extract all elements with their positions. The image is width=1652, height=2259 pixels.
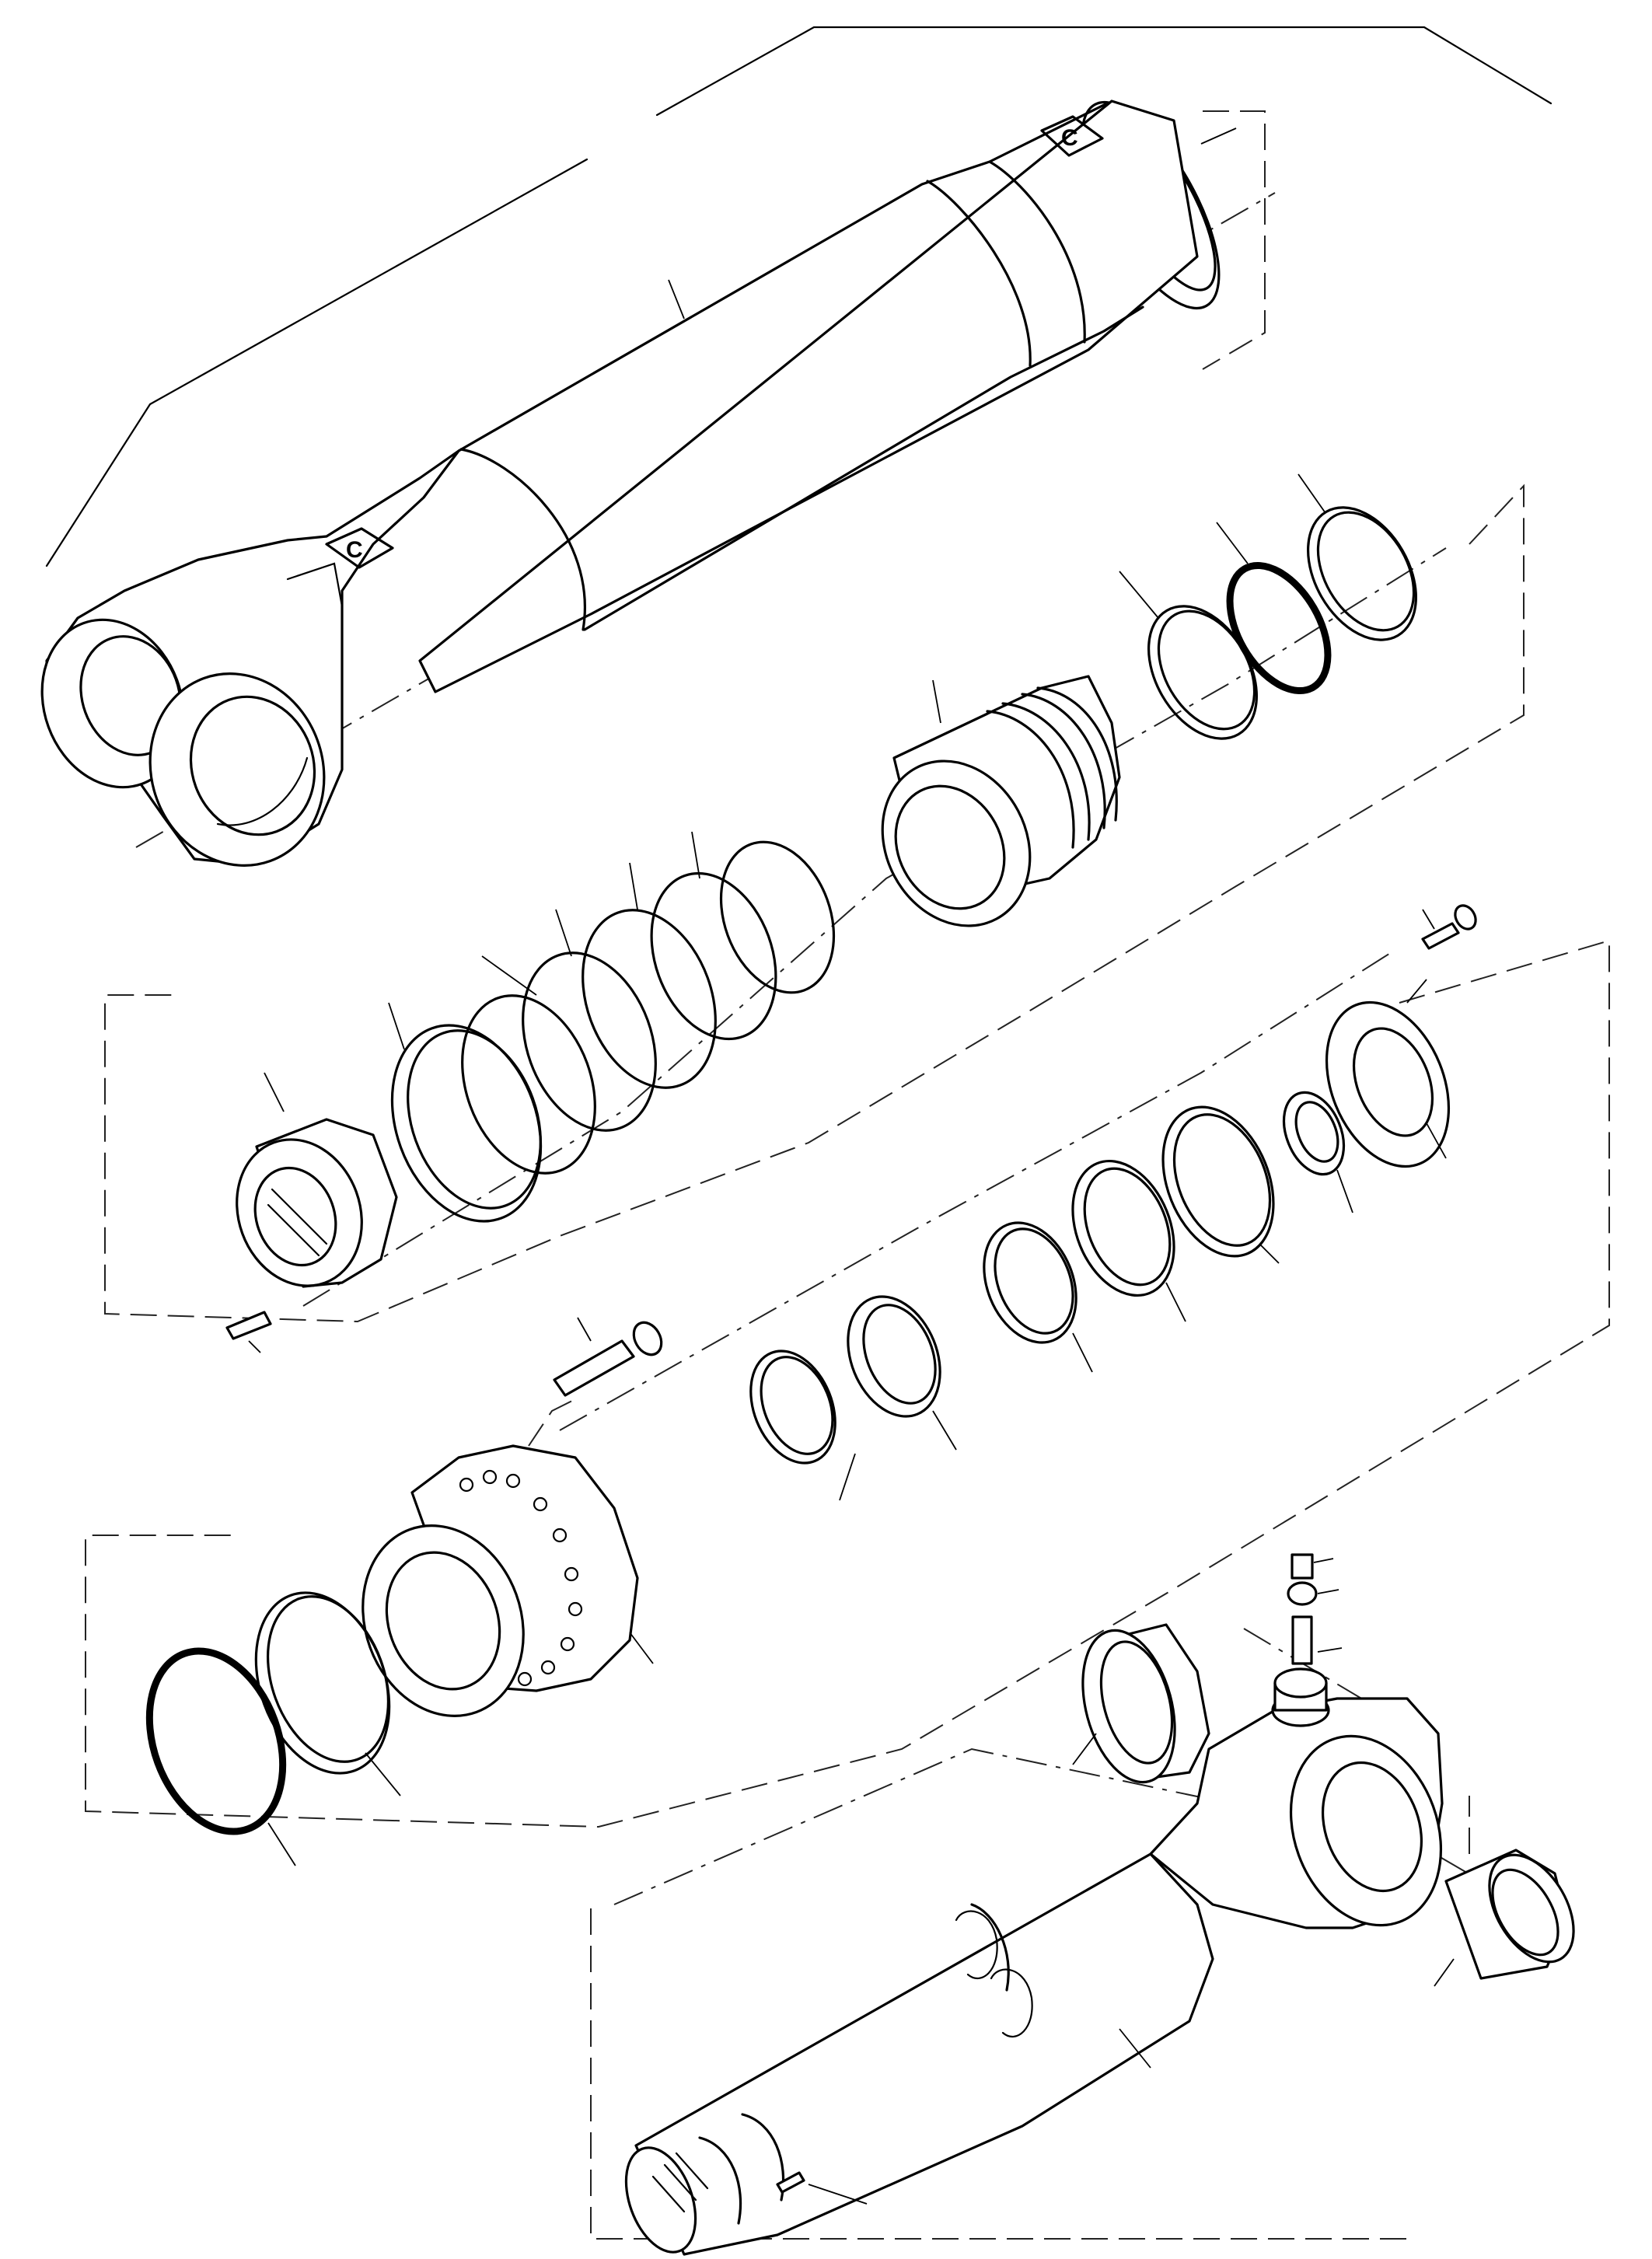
cylinder-barrel-clevis: C: [40, 449, 460, 867]
upper-boundary-lines: [45, 26, 1552, 567]
flange-screw: [1421, 904, 1477, 950]
head-bolt: [553, 1321, 663, 1397]
leaders-group-4: [808, 1558, 1455, 2205]
piston-seal-ring-3: [1307, 506, 1417, 641]
group-cylinder-barrel: [135, 110, 1276, 848]
head-flange: [1325, 1000, 1451, 1168]
rod-eye: [1149, 1697, 1444, 1929]
set-screw: [225, 1311, 272, 1340]
piston-seal-ring-2: [1226, 561, 1332, 695]
rod-eye-bushing-left: [1081, 1623, 1210, 1784]
svg-text:C: C: [1061, 125, 1078, 151]
head-rings-row: [749, 1091, 1346, 1465]
leaders-group-2: [248, 473, 1326, 1353]
leaders-group-3: [267, 909, 1447, 1866]
piston-nut: [236, 1118, 398, 1288]
stamp-plate-clevis: C: [325, 527, 394, 569]
leaders-group-1: [668, 127, 1237, 319]
grease-nipple: [1271, 1553, 1330, 1727]
head-backup-ring: [254, 1591, 391, 1775]
stamp-plate-top: C: [1040, 115, 1104, 157]
piston-rod: [624, 1852, 1214, 2256]
group-cylinder-head: [85, 939, 1610, 1828]
cylinder-barrel: C: [418, 100, 1221, 693]
rod-eye-bushing-right: [1444, 1849, 1575, 1980]
split-rings-set: [390, 840, 836, 1223]
piston: [881, 675, 1121, 927]
group-piston: [104, 484, 1525, 1323]
piston-seal-ring-1: [1147, 605, 1258, 740]
svg-text:C: C: [346, 537, 363, 563]
cylinder-head: [361, 1444, 639, 1717]
head-seal-o-ring: [145, 1647, 287, 1835]
